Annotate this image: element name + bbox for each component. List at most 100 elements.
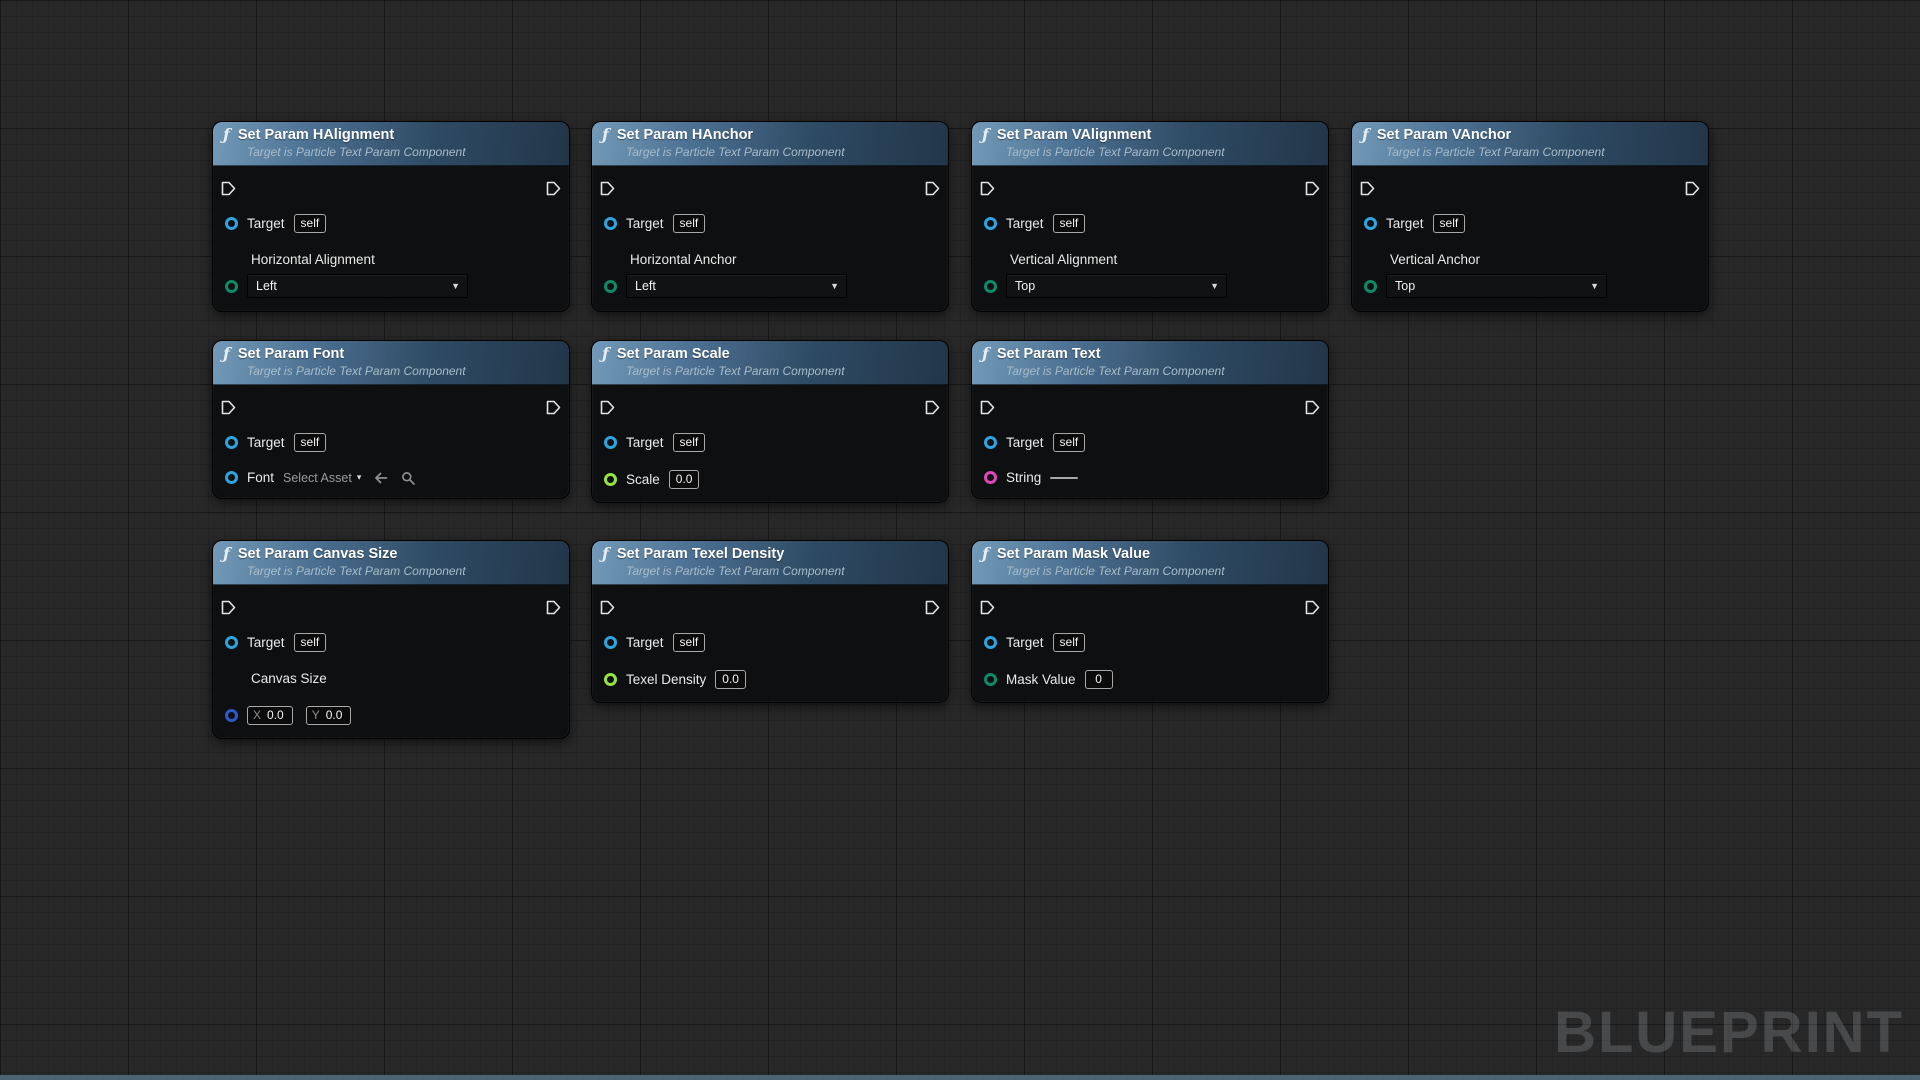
exec-out-pin[interactable]: [1305, 181, 1320, 196]
node-title: Set Param Scale: [616, 346, 730, 362]
exec-out-pin[interactable]: [1305, 600, 1320, 615]
horizontal-scrollbar[interactable]: [0, 1075, 1920, 1080]
target-pin[interactable]: [225, 636, 238, 649]
texel-density-pin[interactable]: [604, 673, 617, 686]
exec-out-pin[interactable]: [925, 400, 940, 415]
target-value-box[interactable]: self: [1432, 214, 1466, 233]
target-pin[interactable]: [604, 636, 617, 649]
select-asset-dropdown[interactable]: Select Asset▾: [283, 471, 361, 485]
exec-out-pin[interactable]: [1685, 181, 1700, 196]
chevron-down-icon: ▼: [451, 280, 460, 291]
font-label: Font: [247, 470, 275, 485]
target-value-box[interactable]: self: [672, 214, 706, 233]
vertical-anchor-pin[interactable]: [1364, 279, 1377, 293]
exec-out-pin[interactable]: [546, 181, 561, 196]
exec-in-pin[interactable]: [980, 600, 995, 615]
browse-asset-icon[interactable]: [401, 471, 416, 485]
mask-value-pin[interactable]: [984, 673, 997, 686]
target-value-box[interactable]: self: [293, 433, 327, 452]
function-icon: ƒ: [223, 344, 230, 363]
target-pin[interactable]: [984, 436, 997, 449]
exec-in-pin[interactable]: [980, 400, 995, 415]
exec-in-pin[interactable]: [221, 400, 236, 415]
target-value-box[interactable]: self: [1052, 633, 1086, 652]
exec-in-pin[interactable]: [980, 181, 995, 196]
target-value-box[interactable]: self: [672, 433, 706, 452]
exec-out-pin[interactable]: [546, 400, 561, 415]
horizontal-anchor-dropdown[interactable]: Left▼: [626, 274, 847, 298]
node-title: Set Param Texel Density: [616, 546, 785, 562]
scale-pin[interactable]: [604, 473, 617, 486]
vertical-anchor-dropdown[interactable]: Top▼: [1386, 274, 1607, 298]
vertical-alignment-pin[interactable]: [984, 279, 997, 293]
target-pin[interactable]: [984, 217, 997, 230]
horizontal-anchor-pin[interactable]: [604, 279, 617, 293]
exec-in-pin[interactable]: [600, 600, 615, 615]
target-value-box[interactable]: self: [1052, 433, 1086, 452]
use-selected-asset-icon[interactable]: [374, 472, 388, 484]
string-pin[interactable]: [984, 471, 997, 484]
target-value-box[interactable]: self: [293, 214, 327, 233]
exec-out-pin[interactable]: [925, 600, 940, 615]
vertical-alignment-row: Top▼: [984, 274, 1318, 298]
texel-density-value-box[interactable]: 0.0: [715, 670, 746, 689]
exec-in-pin[interactable]: [600, 400, 615, 415]
string-value-box[interactable]: [1050, 476, 1079, 479]
target-pin[interactable]: [604, 217, 617, 230]
target-pin[interactable]: [604, 436, 617, 449]
mask-value-value-box[interactable]: 0: [1084, 670, 1113, 689]
exec-in-pin[interactable]: [1360, 181, 1375, 196]
node-subtitle: Target is Particle Text Param Component: [626, 564, 845, 578]
target-value-box[interactable]: self: [1052, 214, 1086, 233]
scale-value-box[interactable]: 0.0: [668, 470, 700, 489]
vertical-alignment-dropdown[interactable]: Top▼: [1006, 274, 1227, 298]
exec-out-pin[interactable]: [1305, 400, 1320, 415]
exec-in-pin[interactable]: [600, 181, 615, 196]
target-pin[interactable]: [225, 436, 238, 449]
exec-out-pin[interactable]: [925, 181, 940, 196]
font-pin[interactable]: [225, 471, 238, 484]
target-value-box[interactable]: self: [672, 633, 706, 652]
target-pin[interactable]: [1364, 217, 1377, 230]
canvas-size-pin[interactable]: [225, 709, 238, 722]
target-pin[interactable]: [225, 217, 238, 230]
dropdown-value: Top: [1395, 279, 1416, 293]
vertical-alignment-label-row: Vertical Alignment: [1010, 251, 1328, 269]
exec-out-pin[interactable]: [546, 600, 561, 615]
target-pin[interactable]: [984, 636, 997, 649]
exec-in-pin[interactable]: [221, 600, 236, 615]
target-value-box[interactable]: self: [293, 633, 327, 652]
horizontal-alignment-dropdown[interactable]: Left▼: [247, 274, 468, 298]
horizontal-alignment-pin[interactable]: [225, 279, 238, 293]
exec-in-pin[interactable]: [221, 181, 236, 196]
